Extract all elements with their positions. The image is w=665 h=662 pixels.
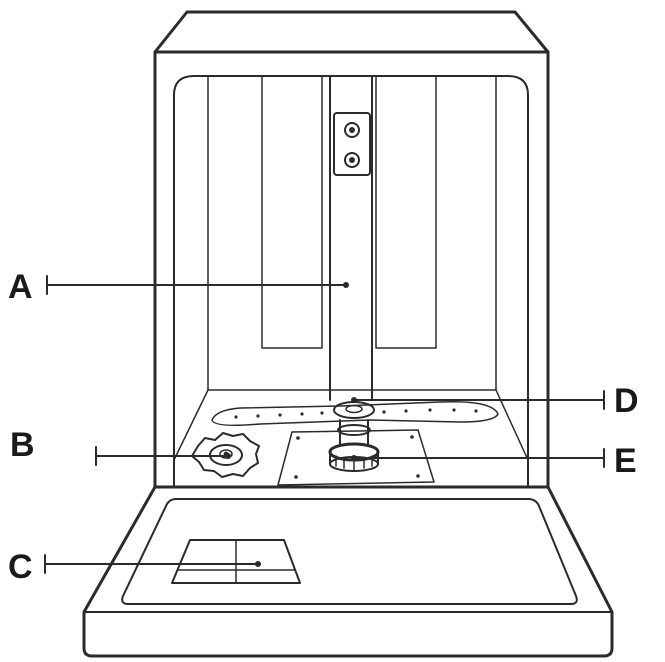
spray-arm-hub [333,401,375,419]
callout-label-b: B [10,426,35,464]
callout-label-d: D [614,382,639,420]
callout-line-c [44,554,259,574]
spray-arm-blade [211,401,499,427]
callout-line-b [95,446,229,466]
filter-plate [277,429,435,486]
callout-line-a [46,275,347,295]
callout-line-e [353,448,605,468]
dishwasher-cabinet [153,10,550,489]
tub-floor-edges [173,389,529,461]
nozzle-hole-upper [344,122,360,138]
tub-frame [173,75,529,488]
nozzle-bracket [333,112,371,176]
tub-interior [173,75,529,461]
callout-labels: A B C D E [8,268,639,586]
callout-lines [44,275,605,574]
detergent-dispenser [171,539,301,584]
rear-panel-right [375,75,437,349]
callout-label-c: C [8,548,33,586]
cabinet-sides [153,50,550,489]
tub-back-wall [207,75,497,391]
callout-line-d [353,390,605,410]
water-supply-tube [329,75,373,401]
door-inner-panel [121,498,578,605]
callout-label-e: E [614,442,637,480]
nozzle-hole-lower [344,152,360,168]
rear-panel-left [261,75,323,349]
callout-label-a: A [8,268,33,306]
cabinet-top [153,10,550,54]
dishwasher-door [82,485,614,658]
salt-cap-ring [191,432,260,478]
spray-arm [211,401,499,427]
dispenser-lid [171,539,301,584]
door-outer [82,485,614,658]
filter-assembly [277,419,435,486]
